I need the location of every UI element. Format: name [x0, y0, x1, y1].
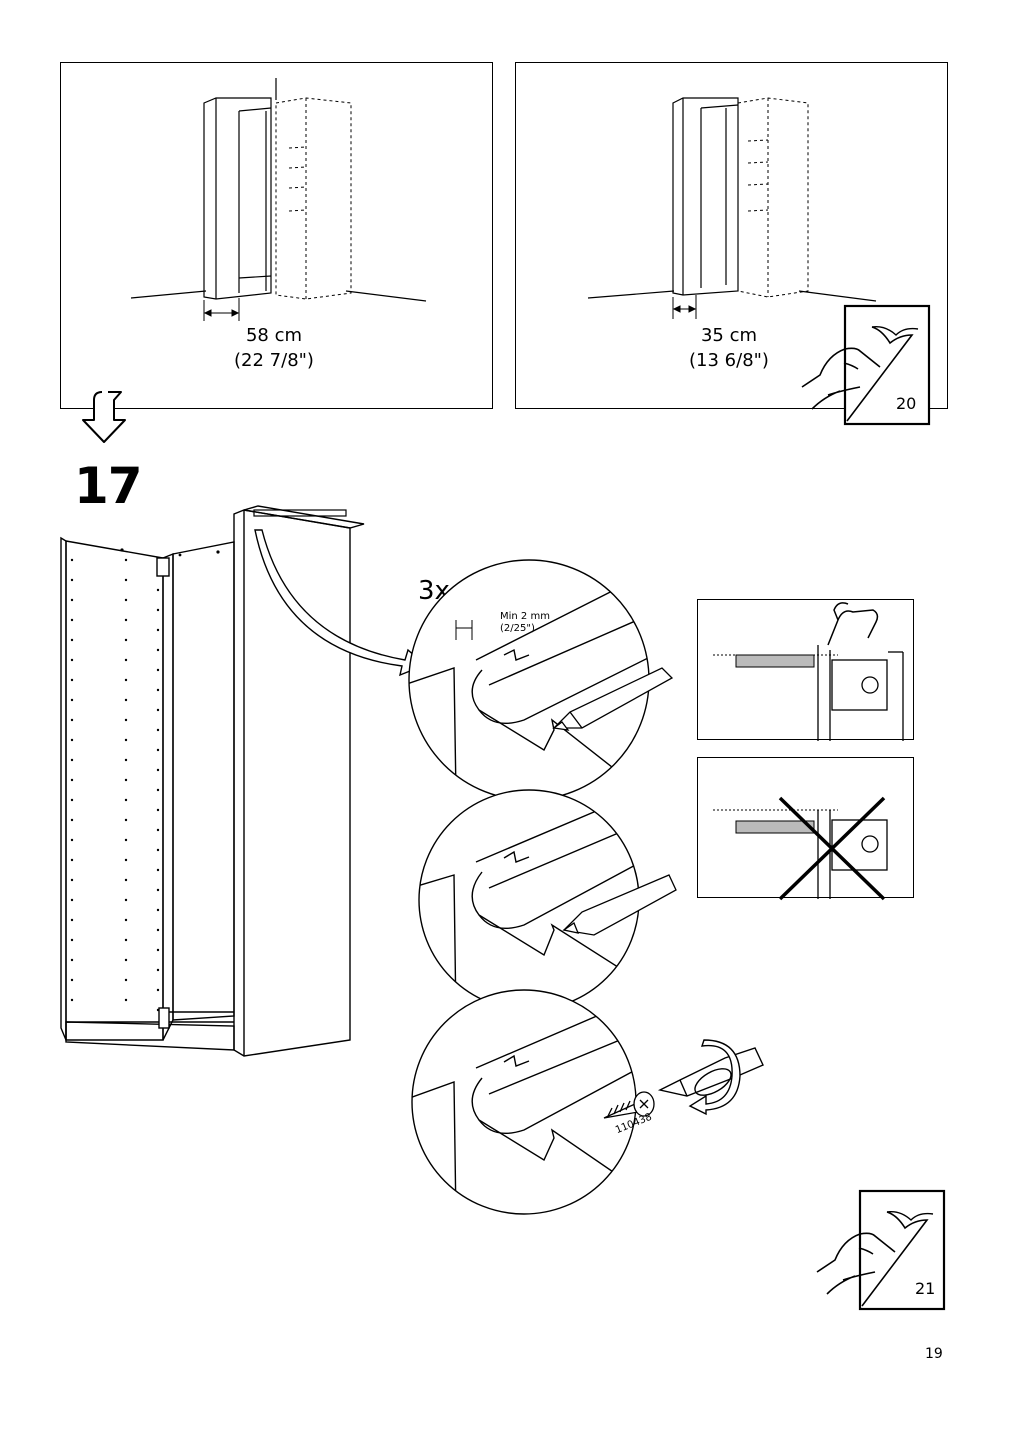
detail-circle-screwing — [411, 989, 637, 1215]
goto-page-21[interactable]: 21 — [815, 1189, 947, 1312]
pointing-hand-icon — [827, 602, 879, 646]
cabinet-corner-illustration — [587, 97, 877, 319]
rotate-arrow-icon — [688, 1039, 741, 1116]
page-ref-label: 20 — [896, 394, 917, 413]
dimension-cm: 58 cm — [245, 325, 303, 346]
cabinet-corner-illustration — [130, 78, 427, 321]
gap-label-mm: Min 2 mm — [500, 611, 550, 622]
alignment-incorrect-illustration — [713, 796, 888, 901]
page-turn-hand-icon — [816, 1189, 946, 1311]
callout-arrow — [254, 529, 427, 677]
option-panel-58cm: 58 cm (22 7/8") — [60, 62, 493, 409]
cabinet-frame-illustration — [60, 505, 365, 1057]
down-arrow-icon — [82, 391, 126, 443]
cross-wrong-icon — [778, 796, 886, 901]
page-turn-hand-icon — [801, 304, 931, 426]
alignment-correct-illustration — [713, 602, 904, 741]
dimension-in: (22 7/8") — [234, 350, 314, 371]
dimension-cm: 35 cm — [700, 325, 758, 346]
page-number: 19 — [925, 1346, 943, 1362]
step-number: 17 — [74, 457, 143, 515]
pencil-icon — [552, 667, 674, 731]
detail-circle-marking — [408, 559, 674, 801]
detail-circle-marking-2 — [418, 789, 677, 1011]
incorrect-alignment-panel — [697, 757, 914, 901]
goto-page-20[interactable]: 20 — [800, 304, 932, 427]
screw-icon — [603, 1091, 655, 1119]
gap-label-in: (2/25") — [500, 623, 535, 634]
dimension-in: (13 6/8") — [689, 350, 769, 371]
page-ref-label: 21 — [915, 1279, 936, 1298]
correct-alignment-panel — [697, 599, 914, 741]
